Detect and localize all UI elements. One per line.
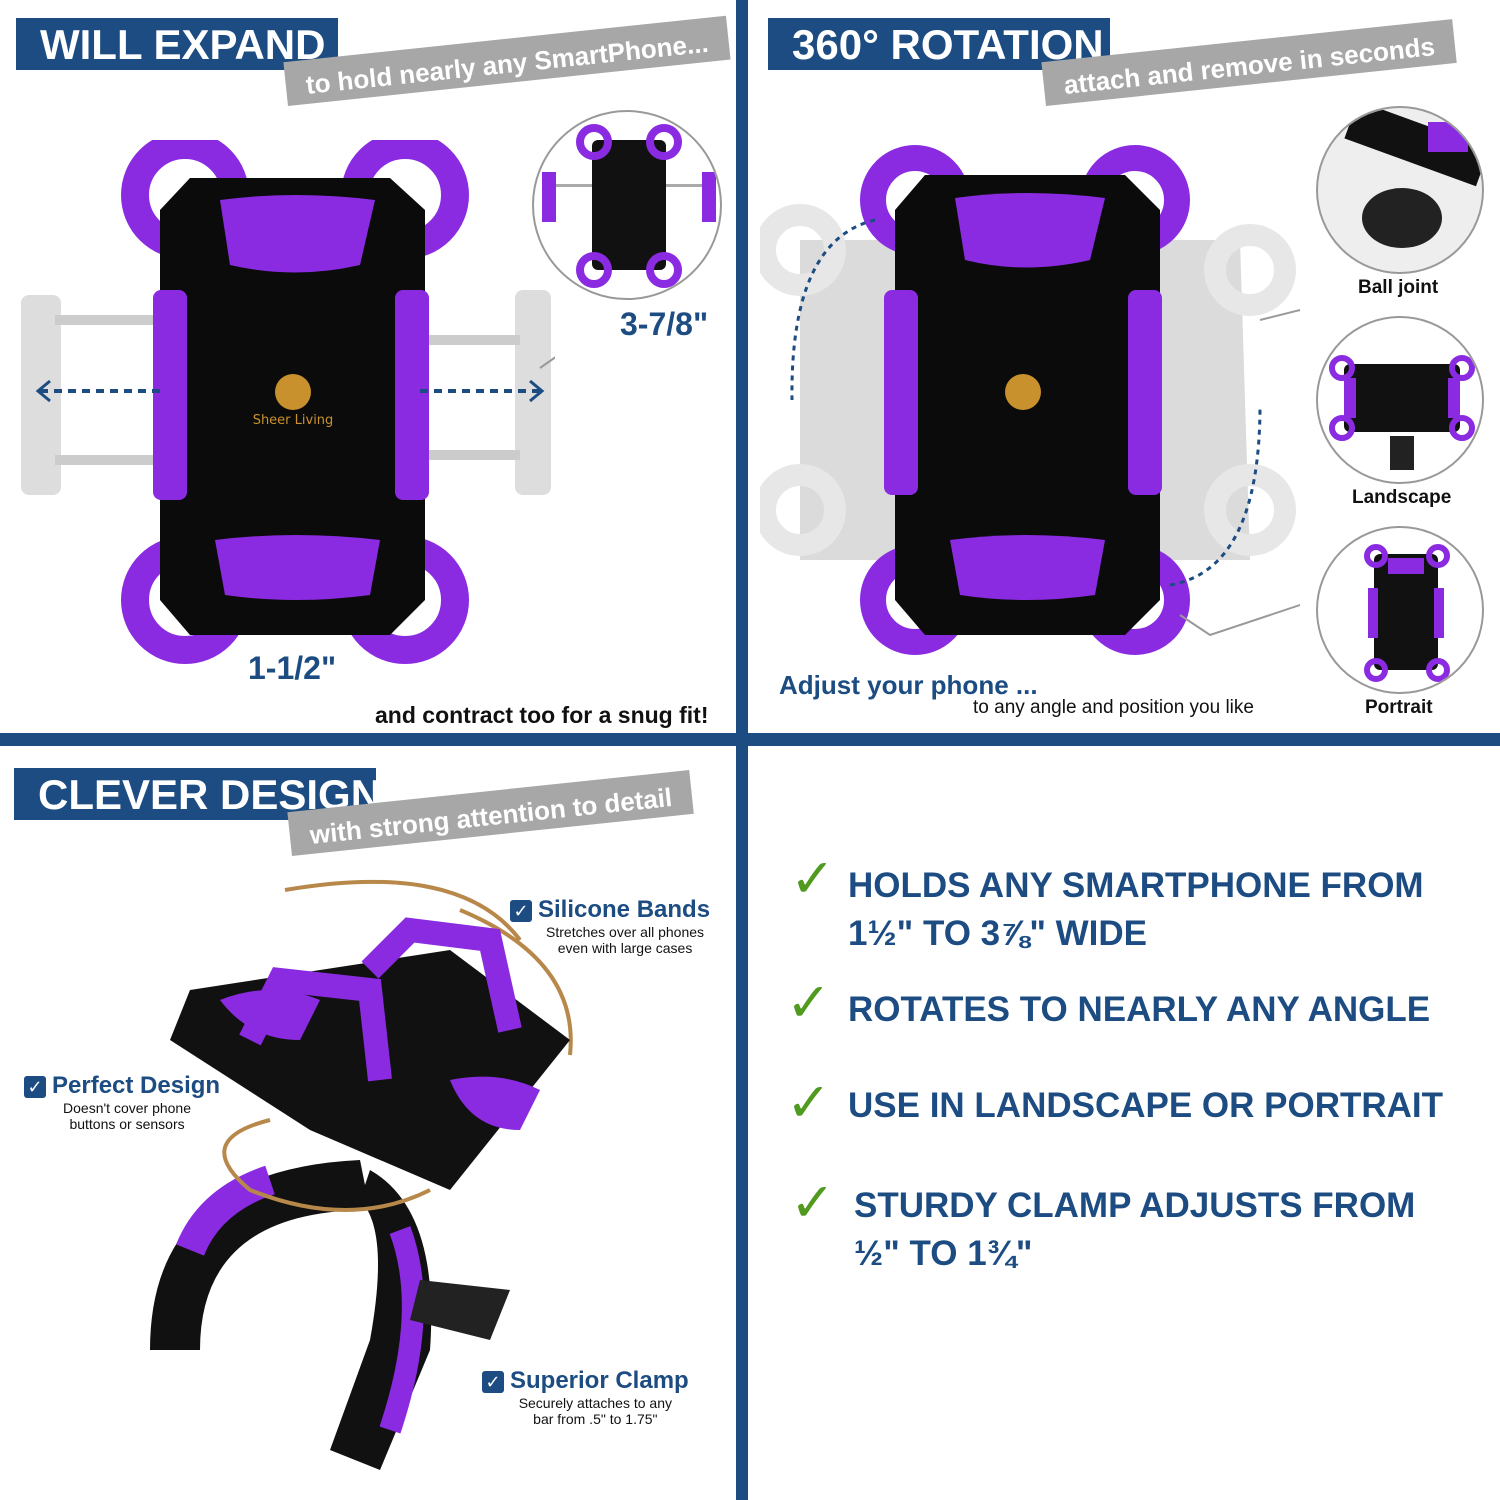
- check-icon: ✓: [786, 1073, 832, 1133]
- min-width-label: 1-1/2": [248, 650, 337, 686]
- vertical-divider: [736, 0, 748, 1500]
- max-width-label: 3-7/8": [620, 306, 709, 342]
- ball-joint-view: [1316, 106, 1484, 274]
- feature-text: 1½" TO 3⅞" WIDE: [848, 914, 1148, 953]
- feature-item: HOLDS ANY SMARTPHONE FROM 1½" TO 3⅞" WIDE: [848, 862, 1424, 958]
- callout-text: Stretches over all phones: [546, 924, 705, 940]
- horizontal-divider: [0, 733, 1500, 746]
- feature-text: USE IN LANDSCAPE OR PORTRAIT: [848, 1086, 1444, 1125]
- phone-holder-expanded-image: Sheer Living: [21, 140, 555, 664]
- callout-text: even with large cases: [557, 940, 693, 956]
- callout-silicone-bands: ✓ Silicone Bands Stretches over all phone…: [510, 896, 710, 956]
- feature-text: STURDY CLAMP ADJUSTS FROM: [854, 1186, 1416, 1225]
- expand-ribbon: to hold nearly any SmartPhone...: [283, 15, 731, 106]
- callout-text: Doesn't cover phone: [63, 1100, 192, 1116]
- bike-mount-image: [150, 879, 573, 1470]
- check-icon: ✓: [790, 849, 836, 909]
- logo-text: Sheer Living: [253, 413, 334, 428]
- feature-item: STURDY CLAMP ADJUSTS FROM ½" TO 1¾": [854, 1182, 1415, 1278]
- feature-text: ROTATES TO NEARLY ANY ANGLE: [848, 990, 1431, 1029]
- callout-perfect-design: ✓ Perfect Design Doesn't cover phone butt…: [24, 1072, 220, 1132]
- callout-text: Securely attaches to any: [518, 1395, 672, 1411]
- view-label-portrait: Portrait: [1365, 697, 1433, 718]
- check-icon: ✓: [790, 1173, 836, 1233]
- checkbox-icon: ✓: [24, 1075, 46, 1098]
- feature-item: ROTATES TO NEARLY ANY ANGLE: [848, 986, 1430, 1034]
- feature-item: USE IN LANDSCAPE OR PORTRAIT: [848, 1082, 1443, 1130]
- callout-title: Silicone Bands: [538, 896, 711, 923]
- expand-title: WILL EXPAND: [16, 18, 338, 70]
- rotation-caption-sub: to any angle and position you like: [973, 697, 1254, 718]
- callout-text: buttons or sensors: [69, 1116, 185, 1132]
- check-icon: ✓: [786, 973, 832, 1033]
- expanded-detail-circle: [532, 110, 722, 300]
- portrait-view: [1316, 526, 1484, 694]
- checkbox-icon: ✓: [482, 1370, 504, 1393]
- expand-caption: and contract too for a snug fit!: [375, 702, 709, 728]
- view-label-landscape: Landscape: [1352, 487, 1452, 508]
- checkbox-icon: ✓: [510, 899, 532, 922]
- feature-text: HOLDS ANY SMARTPHONE FROM: [848, 866, 1424, 905]
- rotation-caption-main: Adjust your phone ...: [779, 670, 1038, 700]
- callout-text: bar from .5" to 1.75": [533, 1411, 658, 1427]
- callout-title: Perfect Design: [52, 1072, 221, 1099]
- landscape-view: [1316, 316, 1484, 484]
- feature-text: ½" TO 1¾": [854, 1234, 1033, 1273]
- phone-holder-rotation-image: [760, 145, 1300, 655]
- callout-title: Superior Clamp: [510, 1367, 689, 1394]
- callout-superior-clamp: ✓ Superior Clamp Securely attaches to any…: [482, 1367, 689, 1427]
- view-label-ball-joint: Ball joint: [1358, 277, 1439, 298]
